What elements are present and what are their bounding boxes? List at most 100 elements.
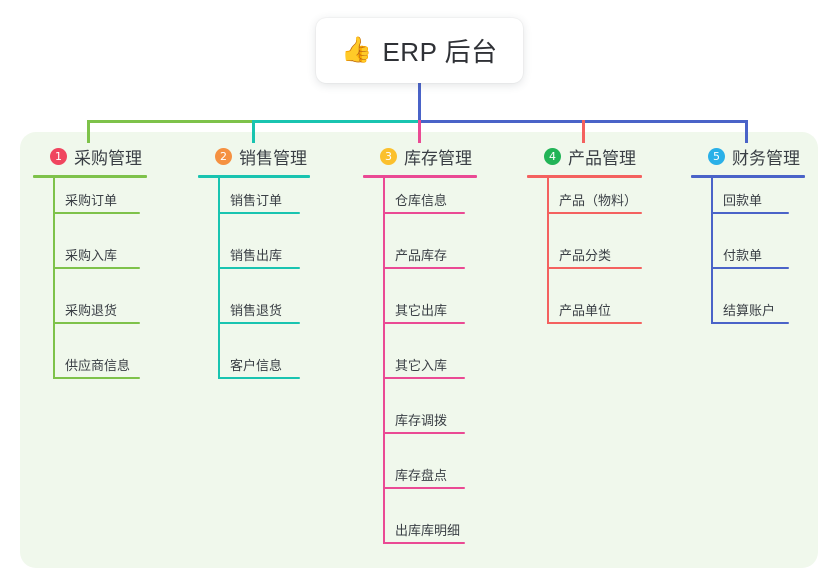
branch-item-label: 产品单位 <box>559 303 612 318</box>
branch-header-5[interactable]: 5 财务管理 <box>691 144 805 168</box>
branch-item-label: 仓库信息 <box>395 193 448 208</box>
branch-column-1: 1 采购管理采购订单采购入库采购退货供应商信息 <box>33 144 147 383</box>
branch-item-underline <box>218 322 300 324</box>
branch-item-label: 出库库明细 <box>395 523 461 538</box>
branch-item-underline <box>218 377 300 379</box>
branch-item-underline <box>383 322 465 324</box>
branch-item[interactable]: 回款单 <box>711 184 789 214</box>
branch-item-underline <box>547 212 642 214</box>
branch-item-underline <box>711 322 789 324</box>
branch-item-underline <box>383 432 465 434</box>
branch-item[interactable]: 销售出库 <box>218 239 300 269</box>
branch-number-badge: 2 <box>215 147 232 165</box>
branch-item-label: 销售订单 <box>230 193 283 208</box>
branch-item-underline <box>547 322 642 324</box>
branch-title-underline <box>691 175 805 178</box>
root-node-title: ERP 后台 <box>382 37 498 67</box>
branch-panel-background <box>20 132 818 568</box>
thumbs-up-icon: 👍 <box>341 36 373 64</box>
branch-item-underline <box>383 377 465 379</box>
branch-column-2: 2 销售管理销售订单销售出库销售退货客户信息 <box>198 144 310 383</box>
branch-title-underline <box>527 175 642 178</box>
branch-title: 库存管理 <box>404 148 472 168</box>
branch-title: 采购管理 <box>74 148 142 168</box>
branch-column-5: 5 财务管理回款单付款单结算账户 <box>691 144 805 328</box>
branch-item-label: 采购退货 <box>65 303 118 318</box>
branch-column-3: 3 库存管理仓库信息产品库存其它出库其它入库库存调拨库存盘点出库库明细 <box>363 144 477 548</box>
branch-item-list: 仓库信息产品库存其它出库其它入库库存调拨库存盘点出库库明细 <box>363 178 477 548</box>
branch-item-underline <box>53 377 140 379</box>
branch-item-label: 销售出库 <box>230 248 283 263</box>
branch-title: 销售管理 <box>239 148 307 168</box>
branch-item-underline <box>383 542 465 544</box>
branch-number-badge: 4 <box>544 147 561 165</box>
branch-title-underline <box>198 175 310 178</box>
branch-item[interactable]: 采购退货 <box>53 294 140 324</box>
branch-item-list: 采购订单采购入库采购退货供应商信息 <box>33 178 147 383</box>
branch-spine <box>383 178 385 544</box>
branch-item-label: 产品库存 <box>395 248 448 263</box>
branch-item[interactable]: 产品单位 <box>547 294 642 324</box>
branch-spine <box>547 178 549 324</box>
branch-item[interactable]: 付款单 <box>711 239 789 269</box>
branch-item-label: 产品（物料） <box>559 193 638 208</box>
branch-item-underline <box>218 212 300 214</box>
branch-item-label: 客户信息 <box>230 358 283 373</box>
branch-title: 财务管理 <box>732 148 800 168</box>
branch-header-1[interactable]: 1 采购管理 <box>33 144 147 168</box>
branch-item[interactable]: 其它入库 <box>383 349 465 379</box>
branch-item[interactable]: 出库库明细 <box>383 514 465 544</box>
branch-item-label: 采购订单 <box>65 193 118 208</box>
branch-item-underline <box>711 212 789 214</box>
branch-item[interactable]: 仓库信息 <box>383 184 465 214</box>
branch-item-label: 结算账户 <box>723 303 776 318</box>
branch-item-label: 回款单 <box>723 193 763 208</box>
branch-item-underline <box>383 267 465 269</box>
branch-item-label: 库存盘点 <box>395 468 448 483</box>
branch-item[interactable]: 采购订单 <box>53 184 140 214</box>
branch-item[interactable]: 供应商信息 <box>53 349 140 379</box>
branch-column-4: 4 产品管理产品（物料） 产品分类产品单位 <box>527 144 642 328</box>
branch-spine <box>711 178 713 324</box>
branch-item-list: 销售订单销售出库销售退货客户信息 <box>198 178 310 383</box>
branch-item-list: 产品（物料） 产品分类产品单位 <box>527 178 642 328</box>
branch-header-4[interactable]: 4 产品管理 <box>527 144 642 168</box>
branch-item[interactable]: 产品库存 <box>383 239 465 269</box>
branch-spine <box>218 178 220 379</box>
branch-item[interactable]: 其它出库 <box>383 294 465 324</box>
branch-item-underline <box>383 212 465 214</box>
branch-number-badge: 5 <box>708 147 725 165</box>
branch-title: 产品管理 <box>568 148 636 168</box>
branch-header-3[interactable]: 3 库存管理 <box>363 144 477 168</box>
branch-item[interactable]: 销售退货 <box>218 294 300 324</box>
branch-item-underline <box>547 267 642 269</box>
branch-item-label: 付款单 <box>723 248 763 263</box>
branch-item-label: 供应商信息 <box>65 358 131 373</box>
branch-item[interactable]: 产品分类 <box>547 239 642 269</box>
branch-header-2[interactable]: 2 销售管理 <box>198 144 310 168</box>
branch-item-list: 回款单付款单结算账户 <box>691 178 805 328</box>
branch-item-underline <box>53 322 140 324</box>
branch-item-label: 产品分类 <box>559 248 612 263</box>
branch-item-label: 其它入库 <box>395 358 448 373</box>
branch-number-badge: 1 <box>50 147 67 165</box>
branch-item-underline <box>53 212 140 214</box>
branch-number-badge: 3 <box>380 147 397 165</box>
branch-item[interactable]: 库存盘点 <box>383 459 465 489</box>
branch-item[interactable]: 采购入库 <box>53 239 140 269</box>
branch-item[interactable]: 销售订单 <box>218 184 300 214</box>
branch-item[interactable]: 库存调拨 <box>383 404 465 434</box>
branch-item-underline <box>218 267 300 269</box>
branch-spine <box>53 178 55 379</box>
branch-item-underline <box>711 267 789 269</box>
root-node[interactable]: 👍 ERP 后台 <box>316 18 523 83</box>
branch-item[interactable]: 结算账户 <box>711 294 789 324</box>
branch-item-label: 销售退货 <box>230 303 283 318</box>
branch-item-label: 采购入库 <box>65 248 118 263</box>
branch-title-underline <box>363 175 477 178</box>
branch-item-label: 库存调拨 <box>395 413 448 428</box>
branch-item[interactable]: 产品（物料） <box>547 184 642 214</box>
branch-item[interactable]: 客户信息 <box>218 349 300 379</box>
branch-title-underline <box>33 175 147 178</box>
